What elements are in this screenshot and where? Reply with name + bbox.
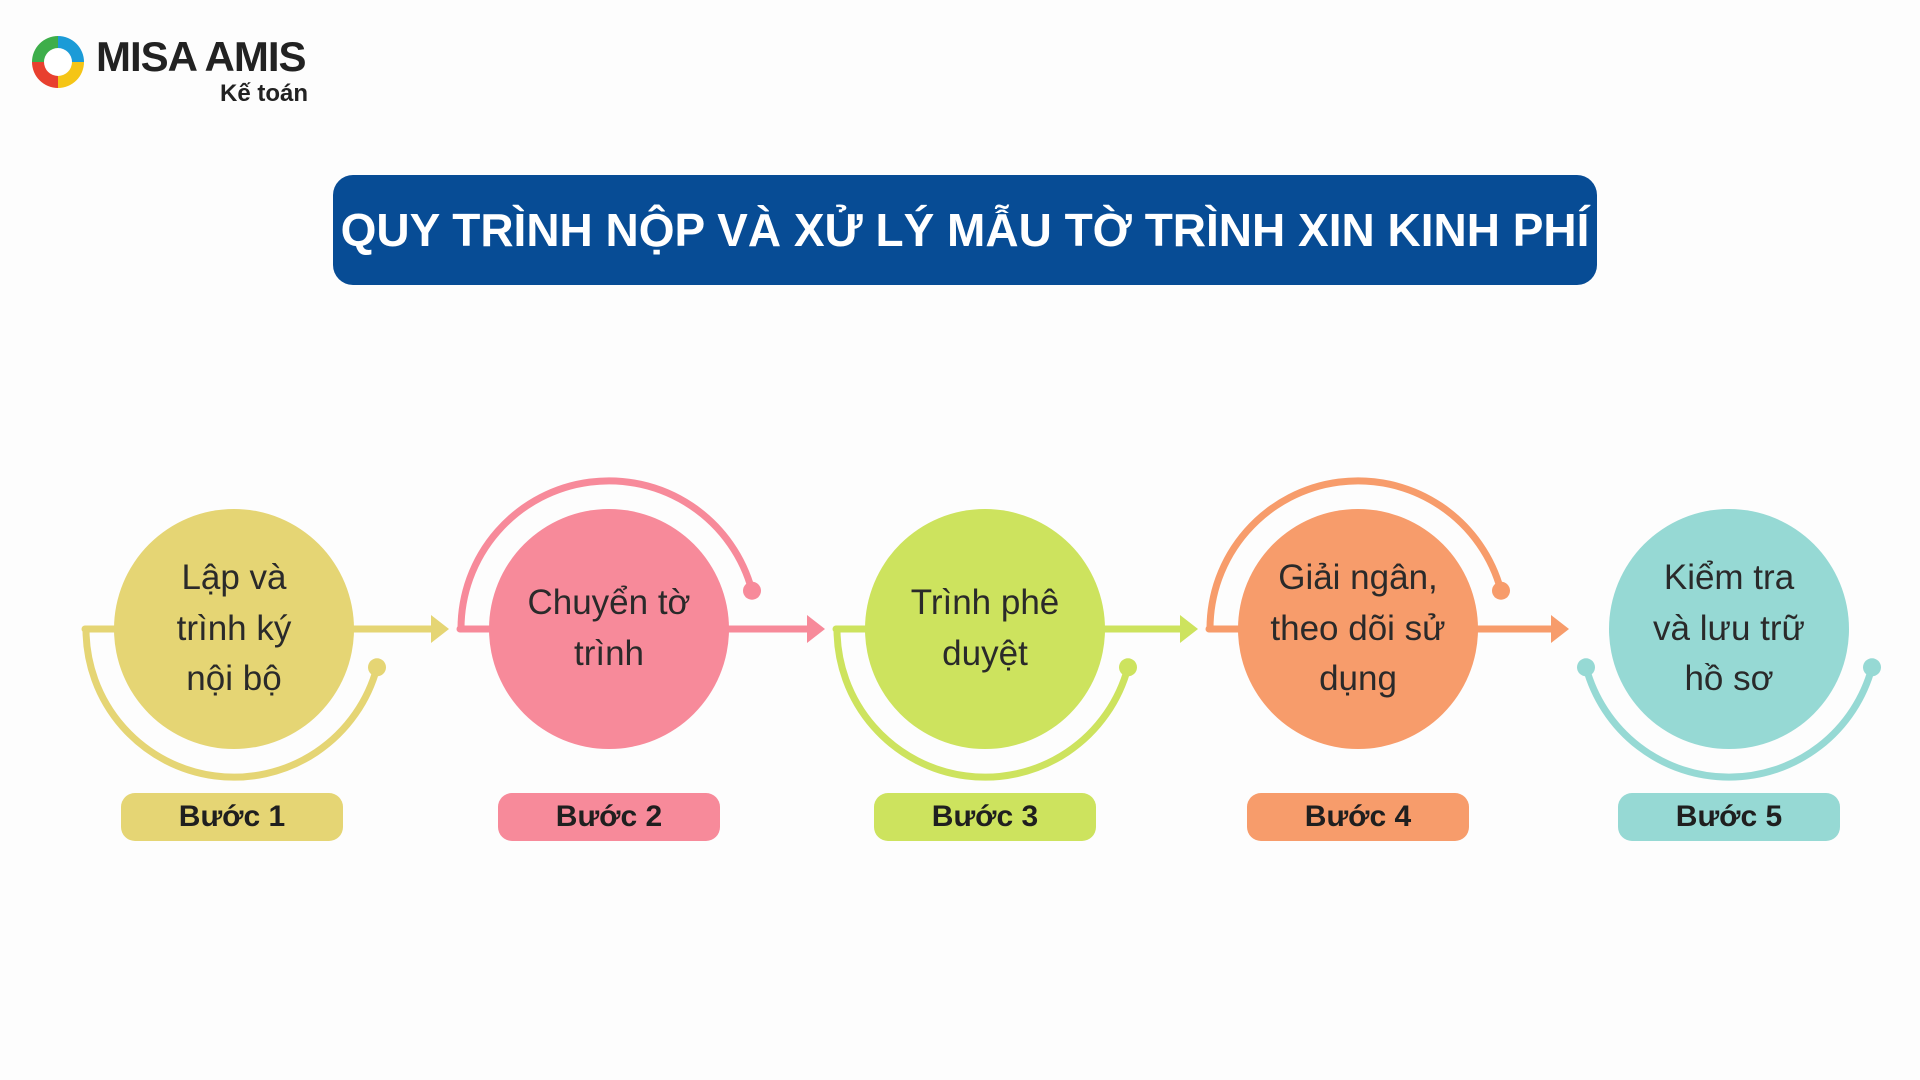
step-4-badge: Bước 4: [1247, 793, 1469, 841]
step-circle: [1609, 509, 1849, 749]
step-circle: [489, 509, 729, 749]
step-circle: [1238, 509, 1478, 749]
arc-end-dot: [743, 581, 761, 600]
misa-logo-icon: [32, 36, 84, 88]
arrow-head-icon: [1180, 615, 1198, 643]
arc-end-dot: [1492, 581, 1510, 600]
step-description: Kiểm tra và lưu trữ hồ sơ: [1653, 557, 1805, 699]
logo-brand-text: MISA AMIS: [96, 33, 307, 80]
step-circle: [865, 509, 1105, 749]
step-description: Chuyển tờ trình: [527, 583, 691, 673]
step-description: Trình phê duyệt: [910, 583, 1060, 673]
step-1-badge: Bước 1: [121, 793, 343, 841]
step-description: Lập và trình ký nội bộ: [176, 557, 292, 699]
step-5-text: Kiểm tra và lưu trữ hồ sơ: [1619, 519, 1839, 739]
step-4-text: Giải ngân, theo dõi sử dụng: [1248, 519, 1468, 739]
step-arc: [82, 625, 381, 781]
arrow-head-icon: [807, 615, 825, 643]
step-arc: [457, 477, 756, 633]
step-2-badge: Bước 2: [498, 793, 720, 841]
arc-end-dot: [368, 658, 386, 677]
step-4-graphic: [1205, 477, 1569, 749]
misa-amis-logo: MISA AMIS Kế toán: [28, 30, 318, 110]
arrow-head-icon: [431, 615, 449, 643]
step-5-badge: Bước 5: [1618, 793, 1840, 841]
step-1-graphic: [81, 509, 449, 781]
logo-subtitle: Kế toán: [220, 80, 309, 107]
arc-end-dot: [1863, 658, 1881, 677]
step-description: Giải ngân, theo dõi sử dụng: [1270, 557, 1446, 699]
arrow-head-icon: [1551, 615, 1569, 643]
step-2-text: Chuyển tờ trình: [499, 519, 719, 739]
step-arc: [1206, 477, 1505, 633]
title-banner: QUY TRÌNH NỘP VÀ XỬ LÝ MẪU TỜ TRÌNH XIN …: [333, 175, 1597, 285]
step-5-graphic: [1577, 509, 1881, 781]
page-title: QUY TRÌNH NỘP VÀ XỬ LÝ MẪU TỜ TRÌNH XIN …: [340, 204, 1590, 256]
step-arc: [833, 625, 1132, 781]
step-1-text: Lập và trình ký nội bộ: [124, 519, 344, 739]
arc-end-dot: [1119, 658, 1137, 677]
step-3-text: Trình phê duyệt: [875, 519, 1095, 739]
step-3-graphic: [832, 509, 1198, 781]
step-arc: [1582, 663, 1876, 781]
step-3-badge: Bước 3: [874, 793, 1096, 841]
step-2-graphic: [456, 477, 825, 749]
step-circle: [114, 509, 354, 749]
